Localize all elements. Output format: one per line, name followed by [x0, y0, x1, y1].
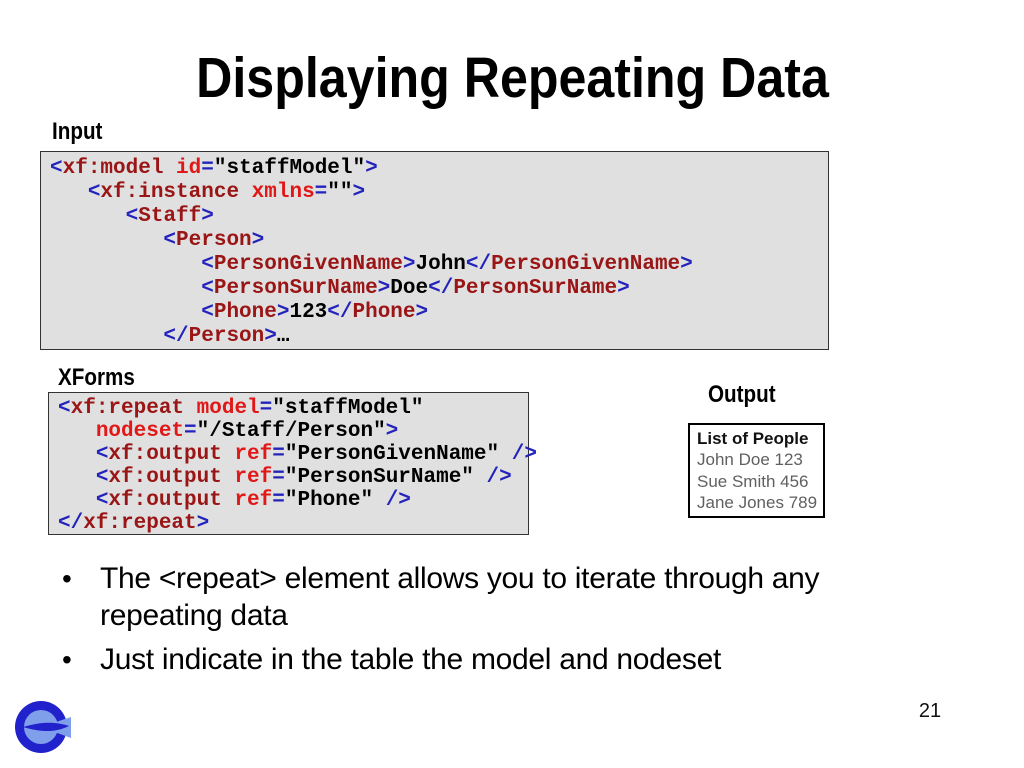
- e-logo-icon: [15, 701, 71, 753]
- output-box-item: John Doe 123: [697, 450, 803, 469]
- code-line: <xf:model id="staffModel">: [50, 157, 378, 180]
- bullet-item: • The <repeat> element allows you to ite…: [62, 560, 942, 634]
- code-line: <Person>: [163, 229, 265, 252]
- output-box-title: List of People: [697, 429, 809, 448]
- code-line: nodeset="/Staff/Person">: [95, 420, 399, 443]
- bullet-text: The <repeat> element allows you to itera…: [100, 562, 820, 632]
- output-box-item: Jane Jones 789: [697, 493, 818, 512]
- code-line: <xf:output ref="Phone" />: [95, 489, 411, 512]
- bullet-item: • Just indicate in the table the model a…: [62, 641, 942, 678]
- code-line: </Person>…: [163, 325, 290, 348]
- code-line: </xf:repeat>: [58, 512, 210, 535]
- bullet-text: Just indicate in the table the model and…: [100, 643, 722, 676]
- input-label: Input: [52, 118, 103, 145]
- code-line: <Phone>123</Phone>: [201, 301, 429, 324]
- page-title: Displaying Repeating Data: [195, 46, 829, 110]
- code-line: <Staff>: [125, 205, 214, 228]
- code-line: <xf:instance xmlns="">: [87, 181, 366, 204]
- page-number: 21: [918, 700, 942, 722]
- output-preview-box: List of People John Doe 123 Sue Smith 45…: [688, 423, 825, 518]
- output-label: Output: [708, 381, 776, 408]
- xforms-label: XForms: [58, 364, 135, 391]
- code-line: <xf:repeat model="staffModel": [58, 397, 424, 420]
- code-line: <PersonSurName>Doe</PersonSurName>: [201, 277, 630, 300]
- title-container: Displaying Repeating Data: [0, 50, 1024, 107]
- output-box-item: Sue Smith 456: [697, 471, 809, 491]
- bullet-icon: •: [62, 563, 72, 594]
- xforms-code-block: <xf:repeat model="staffModel" nodeset="/…: [48, 392, 537, 535]
- code-line: <PersonGivenName>John</PersonGivenName>: [201, 253, 693, 276]
- bullet-list: • The <repeat> element allows you to ite…: [62, 560, 942, 685]
- code-line: <xf:output ref="PersonSurName" />: [95, 466, 512, 489]
- code-line: <xf:output ref="PersonGivenName" />: [95, 443, 537, 466]
- input-code-block: <xf:model id="staffModel"> <xf:instance …: [40, 151, 829, 350]
- bullet-icon: •: [62, 644, 72, 675]
